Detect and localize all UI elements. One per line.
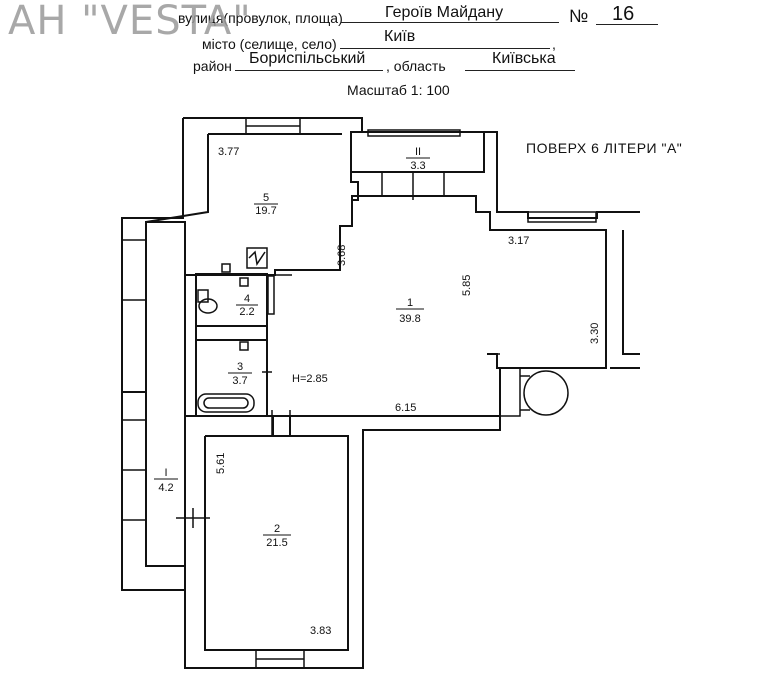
- city-comma: ,: [552, 36, 556, 52]
- number-underline: [596, 24, 658, 25]
- room-3-id: 3: [237, 361, 243, 373]
- window-room-1: [527, 211, 597, 223]
- toilet-icon: [198, 298, 218, 314]
- dim-3-83: 3.83: [310, 625, 331, 637]
- wall-room-1-right: [605, 230, 640, 369]
- room-5-area: 19.7: [255, 205, 276, 217]
- street-label: вулиця(провулок, площа): [178, 10, 343, 26]
- door-room-4: [262, 274, 292, 296]
- room-5-id: 5: [263, 192, 269, 204]
- room-2-id: 2: [274, 523, 280, 535]
- dim-height: H=2.85: [292, 373, 328, 385]
- room-ii-area: 3.3: [410, 160, 425, 172]
- door-balcony-i: [176, 508, 210, 528]
- room-1-area: 39.8: [399, 313, 420, 325]
- number-label: №: [569, 6, 589, 26]
- dim-3-17: 3.17: [508, 235, 529, 247]
- column-circle: [523, 370, 569, 416]
- wall-room-5: [121, 117, 363, 393]
- dim-3-77: 3.77: [218, 146, 239, 158]
- room-i-area: 4.2: [158, 482, 173, 494]
- room-3-area: 3.7: [232, 375, 247, 387]
- wall-balcony-i: [121, 392, 186, 591]
- dim-3-68: 3.68: [336, 245, 348, 266]
- room-2-area: 21.5: [266, 537, 287, 549]
- wall-room-5-inner: [145, 133, 342, 223]
- room-4-area: 2.2: [239, 306, 254, 318]
- window-balcony-ii: [367, 129, 461, 137]
- region-underline: [465, 70, 575, 71]
- bathtub-icon: [197, 393, 255, 413]
- wall-balcony-i-inner: [145, 392, 185, 567]
- scale-label: Масштаб 1: 100: [347, 82, 450, 98]
- door-room-3: [262, 362, 272, 382]
- wall-room-2-top: [272, 416, 291, 436]
- dim-5-85: 5.85: [461, 275, 473, 296]
- dim-3-30: 3.30: [589, 323, 601, 344]
- room-4-id: 4: [244, 293, 250, 305]
- city-label: місто (селище, село): [202, 36, 337, 52]
- street-underline: [341, 22, 559, 23]
- region-label: , область: [386, 58, 446, 74]
- city-underline: [340, 48, 550, 49]
- column-box: [499, 367, 521, 417]
- room-1-id: 1: [407, 297, 413, 309]
- number-value: 16: [612, 3, 635, 25]
- city-value: Київ: [384, 28, 416, 45]
- dim-6-15: 6.15: [395, 402, 416, 414]
- sink-icon: [197, 289, 209, 303]
- region-value: Київська: [492, 50, 556, 67]
- watermark-logo: АН "VESTA": [8, 0, 252, 44]
- boiler-icon: [246, 247, 268, 269]
- district-underline: [235, 70, 383, 71]
- wall-room-2: [184, 416, 501, 669]
- room-ii-id: II: [415, 146, 421, 158]
- door-room-2: [271, 410, 291, 436]
- street-value: Героїв Майдану: [385, 4, 504, 21]
- room-i-id: I: [164, 467, 167, 479]
- district-value: Бориспільський: [249, 50, 366, 67]
- district-label: район: [193, 58, 232, 74]
- floor-title: ПОВЕРХ 6 ЛІТЕРИ "А": [526, 140, 683, 156]
- wall-room-4: [195, 273, 268, 327]
- dim-5-61: 5.61: [215, 453, 227, 474]
